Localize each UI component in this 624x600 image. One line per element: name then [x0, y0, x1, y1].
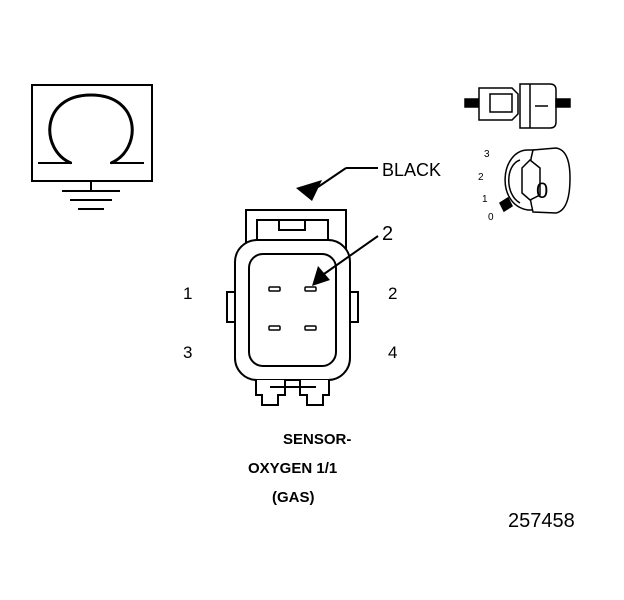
terminal-pin-1	[268, 286, 281, 292]
view-dial-icon	[499, 147, 571, 214]
caption-line-1: SENSOR-	[283, 431, 351, 448]
dial-tick-3: 3	[484, 149, 490, 160]
dial-tick-2: 2	[478, 172, 484, 183]
pin-label-2: 2	[388, 284, 397, 303]
wire-color-leader	[296, 167, 378, 201]
caption-line-2: OXYGEN 1/1	[248, 460, 337, 477]
wire-color-label: BLACK	[382, 160, 441, 180]
figure-number: 257458	[508, 510, 575, 532]
pin-terminals	[268, 286, 317, 331]
terminal-pin-2	[304, 286, 317, 292]
callout-number: 2	[382, 223, 393, 245]
terminal-pin-4	[304, 325, 317, 331]
dial-tick-0: 0	[488, 212, 494, 223]
pin-label-3: 3	[183, 343, 192, 362]
dial-tick-1: 1	[482, 194, 488, 205]
pin-label-1: 1	[183, 284, 192, 303]
caption-line-3: (GAS)	[272, 489, 315, 506]
dial-selected-value: 0	[536, 178, 548, 203]
terminal-connector-icon	[464, 83, 571, 129]
ground-symbol-icon	[31, 84, 153, 210]
pin-label-4: 4	[388, 343, 397, 362]
callout-arrow	[312, 235, 379, 286]
connector-body	[226, 209, 359, 406]
terminal-pin-3	[268, 325, 281, 331]
